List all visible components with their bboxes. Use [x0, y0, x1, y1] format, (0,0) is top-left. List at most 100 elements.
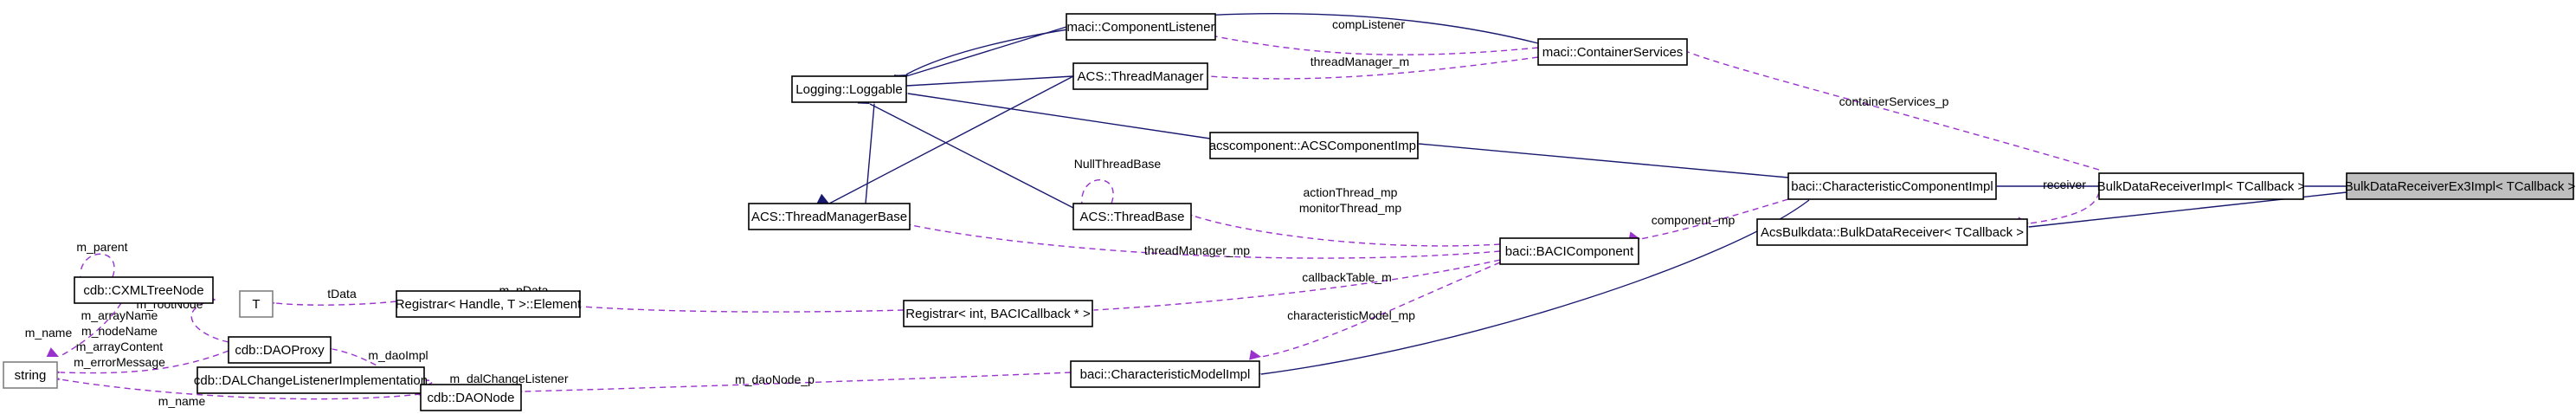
node-baci-characteristiccomponentimpl-box[interactable] — [1787, 172, 1997, 200]
node-cdb-dalchangelistenerimplementation-label: cdb::DALChangeListenerImplementation — [194, 373, 428, 388]
node-acs-threadmanager-box[interactable] — [1072, 62, 1208, 90]
node-string[interactable]: string — [3, 361, 58, 389]
node-cdb-dalchangelistenerimplementation[interactable]: cdb::DALChangeListenerImplementation — [194, 366, 428, 394]
edge-label-receiver: receiver — [2043, 178, 2086, 191]
node-string-box[interactable] — [3, 361, 58, 389]
node-cdb-daonode-box[interactable] — [420, 384, 522, 411]
node-baci-bacicomponent[interactable]: baci::BACIComponent — [1499, 237, 1639, 265]
edge-e_nullthreadbase — [1081, 179, 1114, 204]
node-acs-threadbase[interactable]: ACS::ThreadBase — [1072, 203, 1192, 230]
node-registrar-int-bacicallback[interactable]: Registrar< int, BACICallback * > — [903, 300, 1093, 327]
node-cdb-daonode[interactable]: cdb::DAONode — [420, 384, 522, 411]
node-baci-characteristiccomponentimpl[interactable]: baci::CharacteristicComponentImpl — [1787, 172, 1997, 200]
node-registrar-handle-t-element[interactable]: Registrar< Handle, T >::Element — [396, 290, 582, 318]
edge-e_complistener_compl — [1214, 36, 1539, 55]
node-cdb-daoproxy-label: cdb::DAOProxy — [235, 343, 325, 358]
node-t-box[interactable] — [239, 290, 274, 318]
edge-e_characteristicmodel_mp-arrowhead — [1249, 349, 1261, 360]
edge-e_receiver — [2028, 191, 2100, 224]
node-logging-loggable[interactable]: Logging::Loggable — [791, 75, 907, 103]
edge-e_m_parent — [80, 253, 115, 278]
node-bulkdatareceiverimpl-tcallback[interactable]: BulkDataReceiverImpl< TCallback > — [2097, 172, 2306, 200]
edge-e_m_name_daonode — [60, 378, 422, 400]
node-cdb-cxmltreenode-label: cdb::CXMLTreeNode — [83, 283, 203, 298]
node-bulkdatareceiverex3impl-tcallback-box[interactable] — [2346, 172, 2574, 200]
node-bulkdatareceiverimpl-tcallback-box[interactable] — [2098, 172, 2304, 200]
edge-e_characteristicmodel_mp — [1260, 262, 1501, 358]
edge-label-callbacktable-m: callbackTable_m — [1302, 270, 1392, 284]
edge-e_loggable_threadmanager — [905, 75, 1074, 87]
node-logging-loggable-box[interactable] — [791, 75, 907, 103]
edge-e_loggable_acscomponent — [907, 93, 1211, 139]
edge-e_acscomp_charcomp — [1418, 143, 1789, 178]
edge-e_threadmanager_mp — [911, 224, 1501, 259]
node-acscomponent-acscomponentimpl[interactable]: acscomponent::ACSComponentImpl — [1209, 132, 1420, 159]
edge-label-m-name: m_name — [25, 326, 73, 340]
node-acs-threadmanagerbase-label: ACS::ThreadManagerBase — [751, 210, 907, 224]
node-t[interactable]: T — [239, 290, 274, 318]
node-cdb-dalchangelistenerimplementation-box[interactable] — [196, 366, 425, 394]
node-cdb-daonode-label: cdb::DAONode — [428, 391, 515, 405]
node-cdb-cxmltreenode[interactable]: cdb::CXMLTreeNode — [74, 276, 214, 304]
node-acsbulkdata-bulkdatareceiver-tcallback[interactable]: AcsBulkdata::BulkDataReceiver< TCallback… — [1756, 218, 2028, 246]
node-registrar-int-bacicallback-label: Registrar< int, BACICallback * > — [905, 307, 1091, 321]
node-baci-bacicomponent-box[interactable] — [1499, 237, 1639, 265]
node-acs-threadmanagerbase-box[interactable] — [748, 203, 911, 230]
node-t-label: T — [252, 297, 260, 312]
node-acs-threadbase-box[interactable] — [1072, 203, 1192, 230]
edge-e_callbacktable_m — [1093, 259, 1501, 311]
edge-e_loggable_containersvc — [905, 13, 1539, 75]
edge-e_loggable_tmbase — [865, 103, 875, 204]
edge-e_tmbase_threadmanager-arrowhead — [816, 193, 829, 204]
edge-label-nullthreadbase: NullThreadBase — [1074, 157, 1162, 171]
node-maci-containerservices[interactable]: maci::ContainerServices — [1537, 38, 1688, 66]
node-registrar-int-bacicallback-box[interactable] — [903, 300, 1093, 327]
node-bulkdatareceiverimpl-tcallback-label: BulkDataReceiverImpl< TCallback > — [2097, 179, 2306, 194]
edge-label-complistener: compListener — [1332, 17, 1405, 31]
edge-label-threadmanager-m: threadManager_m — [1311, 55, 1409, 68]
node-string-label: string — [15, 368, 47, 383]
edge-label-m-dalchangelistener: m_dalChangeListener — [450, 372, 569, 385]
node-logging-loggable-label: Logging::Loggable — [795, 82, 902, 97]
node-acscomponent-acscomponentimpl-label: acscomponent::ACSComponentImpl — [1209, 139, 1420, 153]
node-maci-componentlistener-label: maci::ComponentListener — [1067, 20, 1215, 35]
node-baci-bacicomponent-label: baci::BACIComponent — [1505, 244, 1634, 259]
node-bulkdatareceiverex3impl-tcallback[interactable]: BulkDataReceiverEx3Impl< TCallback > — [2345, 172, 2576, 200]
node-maci-containerservices-box[interactable] — [1537, 38, 1688, 66]
node-maci-componentlistener[interactable]: maci::ComponentListener — [1066, 13, 1216, 41]
node-acs-threadmanager[interactable]: ACS::ThreadManager — [1072, 62, 1208, 90]
edge-e_tdata — [274, 301, 397, 306]
node-cdb-cxmltreenode-box[interactable] — [74, 276, 214, 304]
node-acscomponent-acscomponentimpl-box[interactable] — [1209, 132, 1419, 159]
node-registrar-handle-t-element-box[interactable] — [396, 290, 581, 318]
edge-label-m-name: m_name — [158, 394, 206, 408]
edge-e_component_mp — [1639, 198, 1789, 240]
edge-e_threadmanager_m — [1208, 56, 1539, 80]
edge-label-m-daonode-p: m_daoNode_p — [735, 372, 815, 386]
edge-e_m_arraynames — [60, 350, 229, 374]
edge-label-m-daoimpl: m_daoImpl — [368, 348, 428, 362]
node-maci-componentlistener-box[interactable] — [1066, 13, 1216, 41]
node-acs-threadbase-label: ACS::ThreadBase — [1080, 210, 1185, 224]
edge-label-threadmanager-mp: threadManager_mp — [1144, 243, 1250, 257]
edge-e_m_daonode_p — [522, 372, 1072, 392]
edge-e_containerservices_p — [1687, 51, 2100, 171]
edge-e_actionthread_mp — [1192, 215, 1501, 247]
node-bulkdatareceiverex3impl-tcallback-label: BulkDataReceiverEx3Impl< TCallback > — [2345, 179, 2576, 194]
edge-label-component-mp: component_mp — [1652, 213, 1736, 227]
node-cdb-daoproxy-box[interactable] — [228, 336, 332, 364]
edge-e_loggable_threadbase — [869, 103, 1074, 209]
edge-label-tdata: tData — [327, 287, 357, 301]
node-acsbulkdata-bulkdatareceiver-tcallback-box[interactable] — [1756, 218, 2028, 246]
node-cdb-daoproxy[interactable]: cdb::DAOProxy — [228, 336, 332, 364]
node-acs-threadmanager-label: ACS::ThreadManager — [1078, 69, 1204, 84]
node-acs-threadmanagerbase[interactable]: ACS::ThreadManagerBase — [748, 203, 911, 230]
node-baci-characteristicmodelimpl[interactable]: baci::CharacteristicModelImpl — [1070, 360, 1260, 388]
edge-e_m_pdata — [581, 306, 905, 313]
node-baci-characteristicmodelimpl-box[interactable] — [1070, 360, 1260, 388]
edge-label-containerservices-p: containerServices_p — [1839, 94, 1949, 108]
